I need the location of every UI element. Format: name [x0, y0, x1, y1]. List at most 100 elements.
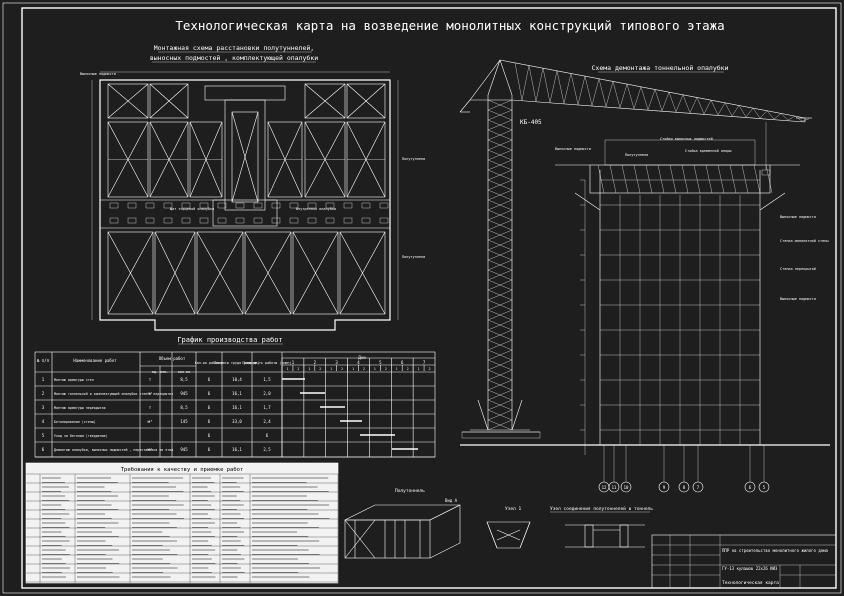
- schedule-cell: Бетонирование (стены): [54, 420, 96, 424]
- schedule-cell: Уход за бетоном (твердение): [54, 433, 108, 438]
- inner-frame: [21, 7, 837, 589]
- section-callout-2: Стойки выносных подмостей: [660, 137, 713, 141]
- schedule-cell: 10,4: [232, 377, 242, 382]
- schedule-cell: 6: [208, 391, 211, 396]
- section-caption: Схема демонтажа тоннельной опалубки: [592, 64, 729, 72]
- day-number: 2: [314, 360, 317, 365]
- schedule-cell: 16,1: [232, 447, 242, 452]
- schedule-cell: 6: [266, 433, 269, 438]
- axis-label: 10: [624, 485, 629, 490]
- connection-detail: Узел соединения полутоннелей в тоннель: [550, 506, 653, 548]
- shift-number: 2: [407, 367, 409, 371]
- shift-number: 1: [418, 367, 420, 371]
- section-callout-5: Выносные подмости: [780, 215, 816, 219]
- schedule-cell: Монтаж тоннельной и комплектующей опалуб…: [54, 391, 173, 396]
- stamp-sheet-title: Технологическая карта: [722, 580, 779, 586]
- axis-label: 8: [683, 485, 686, 490]
- schedule-cell: 3: [42, 405, 45, 410]
- day-number: 7: [423, 360, 426, 365]
- day-number: 5: [379, 360, 382, 365]
- schedule-cell: Монтаж арматуры перекрытия: [54, 406, 106, 410]
- schedule-cell: 1,7: [263, 405, 271, 410]
- schedule-cell: Монтаж арматуры стен: [54, 378, 94, 382]
- schedule-cell: 8,5: [180, 405, 188, 410]
- formwork-plan: Монтажная схема расстановки полутуннелей…: [80, 44, 425, 331]
- requirements-caption: Требования к качеству и приемке работ: [121, 466, 244, 473]
- schedule-cell: 16,1: [232, 391, 242, 396]
- stamp-code: ГУ-13 кулашов 22х26 ИИЗ: [722, 566, 778, 571]
- shift-number: 1: [396, 367, 398, 371]
- day-number: 1: [292, 360, 295, 365]
- schedule-cell: 6: [208, 405, 211, 410]
- schedule-header-volume: Объем работ: [159, 356, 186, 361]
- plan-callout-1: Выносные подмости: [80, 72, 116, 76]
- schedule-cell: 1,5: [263, 377, 271, 382]
- section-callout-7: Стенка перекрытий: [780, 267, 816, 271]
- shift-number: 1: [330, 367, 332, 371]
- schedule-cell: 6: [42, 447, 45, 452]
- schedule-cell: 4: [42, 419, 45, 424]
- schedule-cell: Демонтаж опалубки, выносных подмостей , …: [54, 447, 173, 452]
- schedule-header-num: № п/п: [37, 358, 50, 363]
- plan-callout-3: Щит торцевой опалубки: [170, 206, 214, 211]
- schedule-cell: 16,1: [232, 405, 242, 410]
- schedule-cell: т: [149, 377, 152, 382]
- shift-number: 1: [374, 367, 376, 371]
- day-number: 3: [335, 360, 338, 365]
- schedule-cell: т: [149, 405, 152, 410]
- half-tunnel-detail: Полутоннель Вид А: [344, 488, 461, 559]
- schedule-cell: 6: [208, 377, 211, 382]
- schedule-cell: м²: [148, 391, 153, 396]
- shift-number: 2: [319, 367, 321, 371]
- schedule-cell: 33,0: [232, 419, 242, 424]
- schedule-cell: 2: [42, 391, 45, 396]
- shift-number: 2: [363, 367, 365, 371]
- schedule-cell: 8,5: [180, 377, 188, 382]
- plan-callout-4: Внутренняя опалубка: [296, 206, 336, 211]
- plan-callout-5: Полутуннели: [402, 255, 425, 259]
- schedule-cell: 2,0: [263, 391, 271, 396]
- day-number: 4: [357, 360, 360, 365]
- axis-label: 5: [763, 485, 766, 490]
- shift-number: 2: [341, 367, 343, 371]
- day-number: 6: [401, 360, 404, 365]
- schedule-header-workers: Кол-во рабочих: [195, 360, 224, 365]
- crane-label: КБ-405: [520, 119, 542, 126]
- plan-caption-line1: Монтажная схема расстановки полутуннелей…: [154, 44, 314, 52]
- schedule-header-labor: Затраты труда (чел-дн): [215, 361, 260, 365]
- schedule-cell: 945: [180, 391, 188, 396]
- dismantling-section: Схема демонтажа тоннельной опалубки КБ-4…: [459, 59, 830, 493]
- schedule-header-qty: кол-во: [178, 370, 190, 374]
- shift-number: 2: [297, 367, 299, 371]
- schedule-header-unit: ед. изм.: [152, 370, 168, 374]
- work-schedule: График производства работ № п/п Наименов…: [34, 336, 436, 458]
- axis-label: 12: [602, 485, 607, 490]
- quality-requirements: Требования к качеству и приемке работ: [25, 462, 339, 584]
- section-callout-4: Стойка временной опоры: [685, 149, 731, 153]
- plan-caption-line2: выносных подмостей , комплектующей опалу…: [150, 54, 318, 62]
- schedule-header-name: Наименование работ: [73, 358, 117, 363]
- schedule-cell: 6: [208, 433, 211, 438]
- schedule-cell: м³: [148, 419, 153, 424]
- schedule-cell: 6: [208, 419, 211, 424]
- axis-label: 6: [749, 485, 752, 490]
- schedule-cell: 2,5: [263, 447, 271, 452]
- schedule-cell: м²: [148, 447, 153, 452]
- view-label: Вид А: [445, 498, 458, 503]
- section-callout-3: Полутуннели: [625, 153, 648, 157]
- shift-number: 2: [429, 367, 431, 371]
- title-block: ППР на строительство монолитного жилого …: [651, 534, 837, 589]
- plan-callout-2: Полутуннели: [402, 157, 425, 161]
- connection-label: Узел соединения полутоннелей в тоннель: [550, 506, 653, 512]
- shift-number: 1: [352, 367, 354, 371]
- shift-number: 1: [287, 367, 289, 371]
- schedule-header-days: Дни: [358, 355, 366, 360]
- schedule-cell: 1: [42, 377, 45, 382]
- stamp-project: ППР на строительство монолитного жилого …: [722, 548, 829, 553]
- schedule-caption: График производства работ: [177, 336, 282, 344]
- schedule-cell: 2,4: [263, 419, 271, 424]
- schedule-header-duration: Продолж-ть работы (смен): [243, 360, 292, 365]
- section-callout-1: Выносные подмости: [555, 147, 591, 151]
